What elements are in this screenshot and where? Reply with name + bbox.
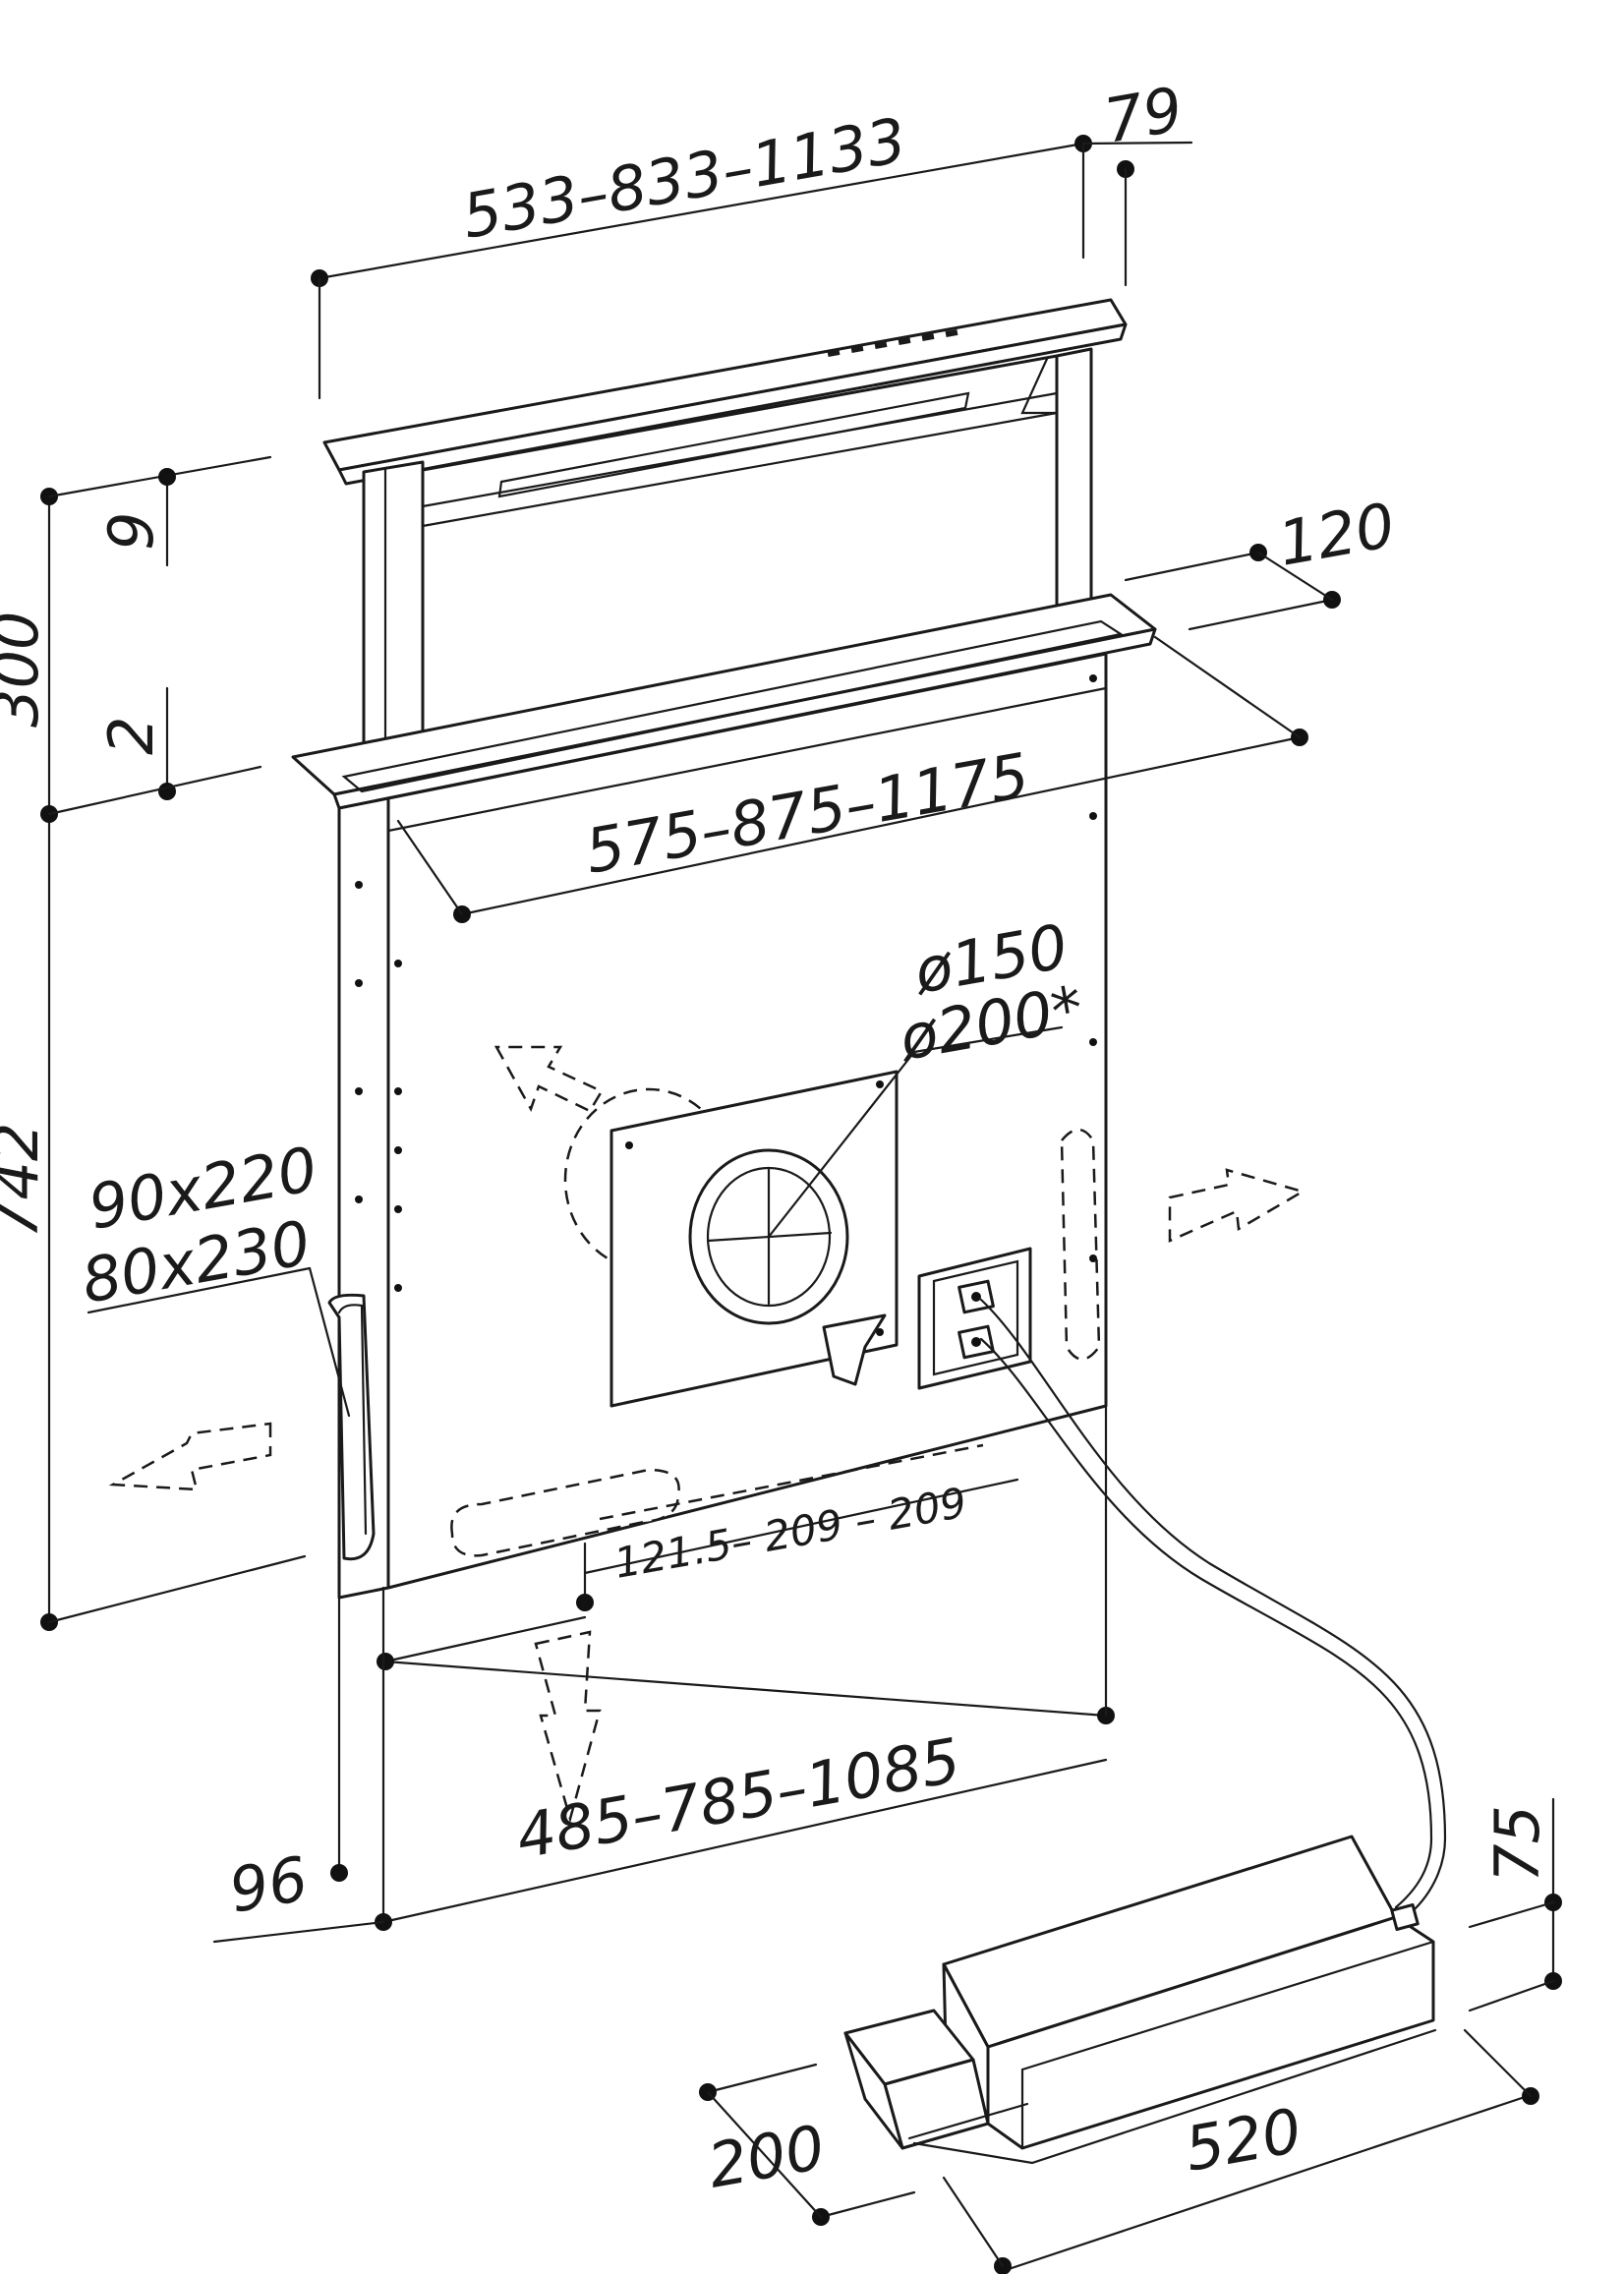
airflow-arrow-right (1168, 1168, 1306, 1243)
lift-top-label: 9 (95, 512, 167, 551)
control-buttons (827, 329, 958, 357)
deflector-depth-label: 79 (1099, 73, 1188, 157)
main-body (327, 652, 1108, 1600)
frame-depth-label: 120 (1273, 489, 1400, 579)
airflow-arrow-up-left (493, 1045, 604, 1113)
rivet-row-right (1089, 674, 1097, 1262)
airflow-arrows (108, 1045, 1306, 1824)
power-cable (979, 1298, 1447, 1919)
motor-width-label: 200 (703, 2111, 830, 2201)
electrical-box (917, 1247, 1032, 1390)
bottom-outlet-left (450, 1468, 680, 1557)
remote-motor-unit (843, 1835, 1437, 2165)
deflector-width-label: 533–833–1133 (457, 104, 911, 253)
worktop-frame (291, 593, 1157, 810)
right-side-slot (1060, 1128, 1101, 1361)
body-depth-label: 96 (224, 1842, 313, 1927)
body-height-label: 742 (0, 1123, 52, 1239)
lift-bottom-label: 2 (95, 717, 167, 755)
motor-height-label: 75 (1481, 1805, 1553, 1883)
lift-total-label: 300 (0, 612, 52, 728)
airflow-arrow-down (534, 1630, 602, 1824)
airflow-arrow-left (108, 1422, 272, 1491)
body-width-label: 485–785–1085 (511, 1724, 965, 1873)
dimension-lines (40, 135, 1562, 2274)
